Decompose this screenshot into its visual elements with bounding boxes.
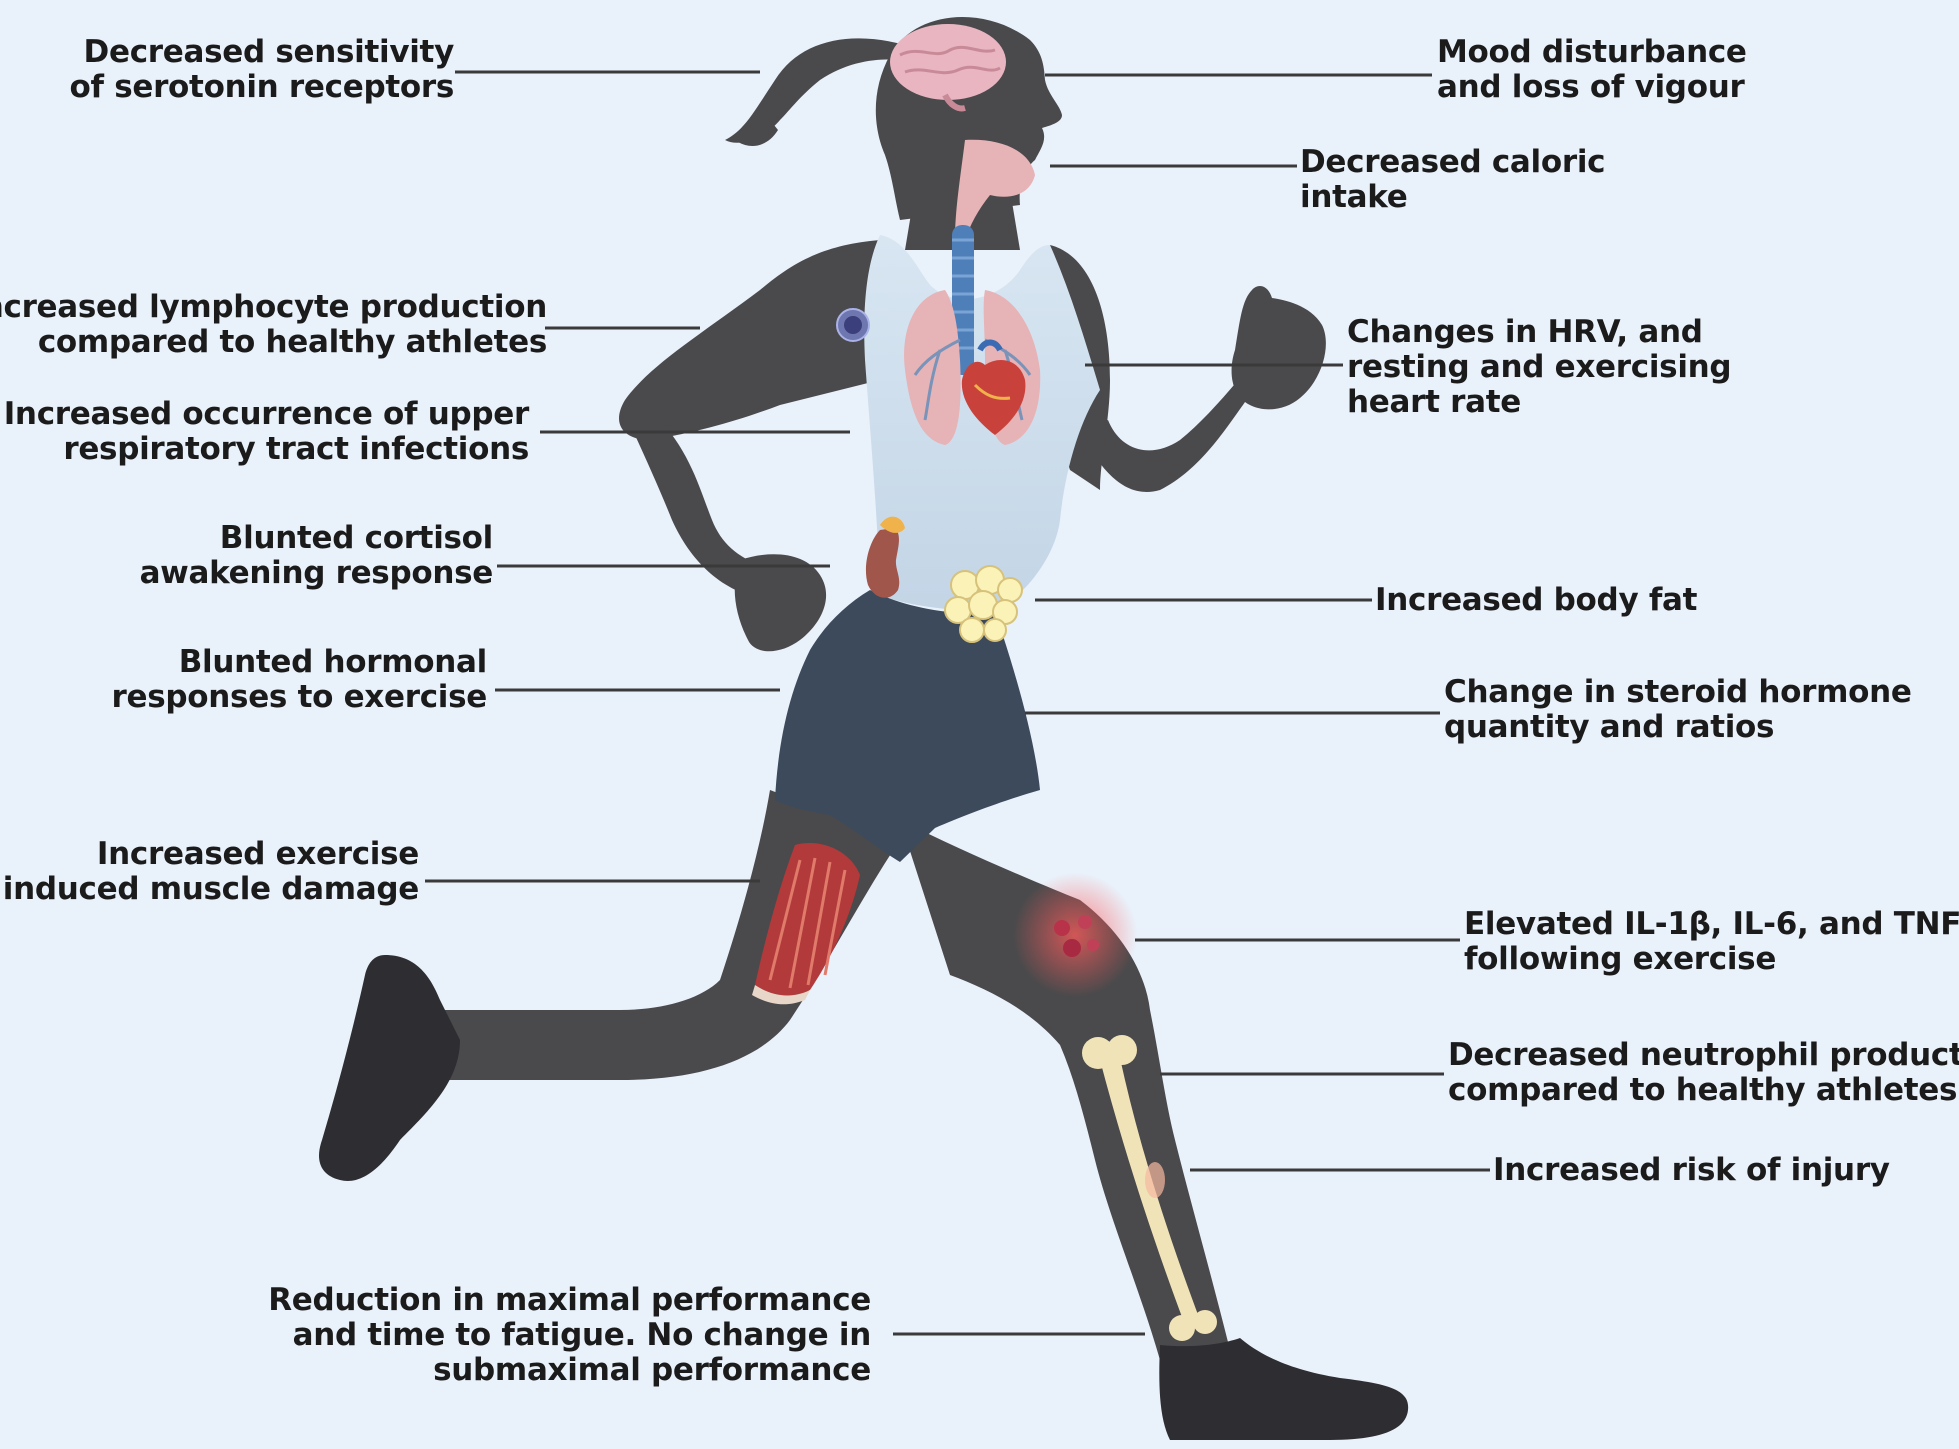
label-performance: Reduction in maximal performanceand time… [268,1283,871,1388]
label-injury: Increased risk of injury [1493,1153,1890,1188]
inflammation-cells-icon [1013,873,1137,997]
label-hrv: Changes in HRV, andresting and exercisin… [1347,315,1731,420]
label-lymphocyte: Increased lymphocyte productioncompared … [0,290,547,360]
back-shoe [319,955,460,1181]
label-caloric: Decreased caloricintake [1300,145,1605,215]
label-hormonal: Blunted hormonalresponses to exercise [112,645,487,715]
label-urti: Increased occurrence of upperrespiratory… [4,397,529,467]
label-mood: Mood disturbanceand loss of vigour [1437,35,1747,105]
label-cortisol: Blunted cortisolawakening response [140,521,493,591]
label-bodyfat: Increased body fat [1375,583,1697,618]
label-neutrophil: Decreased neutrophil productioncompared … [1448,1038,1959,1108]
label-serotonin: Decreased sensitivityof serotonin recept… [70,35,454,105]
label-steroid: Change in steroid hormonequantity and ra… [1444,675,1912,745]
front-shoe [1159,1338,1408,1440]
label-muscle: Increased exerciseinduced muscle damage [3,837,419,907]
label-cytokines: Elevated IL-1β, IL-6, and TNFfollowing e… [1464,907,1959,977]
lymphocyte-cell-icon [837,309,869,341]
